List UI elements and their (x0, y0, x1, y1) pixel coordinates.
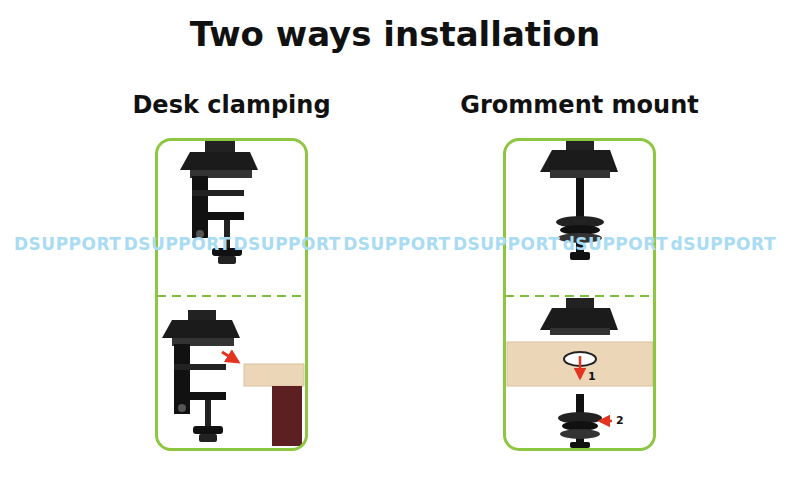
watermark: dSUPPORT (563, 234, 669, 254)
divider-line (505, 295, 653, 297)
install-panel: Gromment mount (503, 138, 656, 451)
grommet-mount (540, 298, 618, 335)
page-title: Two ways installation (0, 14, 790, 54)
panel-heading: Gromment mount (460, 91, 698, 119)
callout-number: 1 (588, 370, 596, 383)
watermark: dSUPPORT (670, 234, 776, 254)
desk (244, 364, 304, 446)
watermark: DSUPPORT (453, 234, 560, 254)
watermark: DSUPPORT (14, 234, 121, 254)
watermark-row: DSUPPORTDSUPPORTDSUPPORTDSUPPORTDSUPPORT… (14, 234, 776, 254)
watermark: DSUPPORT (124, 234, 231, 254)
desk-board (507, 342, 653, 386)
divider-line (157, 295, 306, 297)
panel-heading: Desk clamping (132, 91, 330, 119)
install-panel: Desk clamping (155, 138, 308, 451)
callout-number: 2 (616, 414, 624, 427)
red-arrow (579, 356, 582, 378)
red-arrow (600, 420, 612, 423)
desk-clamp (162, 310, 240, 442)
grommet-bolt (558, 394, 602, 448)
watermark: DSUPPORT (233, 234, 340, 254)
red-arrow (222, 352, 238, 362)
watermark: DSUPPORT (343, 234, 450, 254)
